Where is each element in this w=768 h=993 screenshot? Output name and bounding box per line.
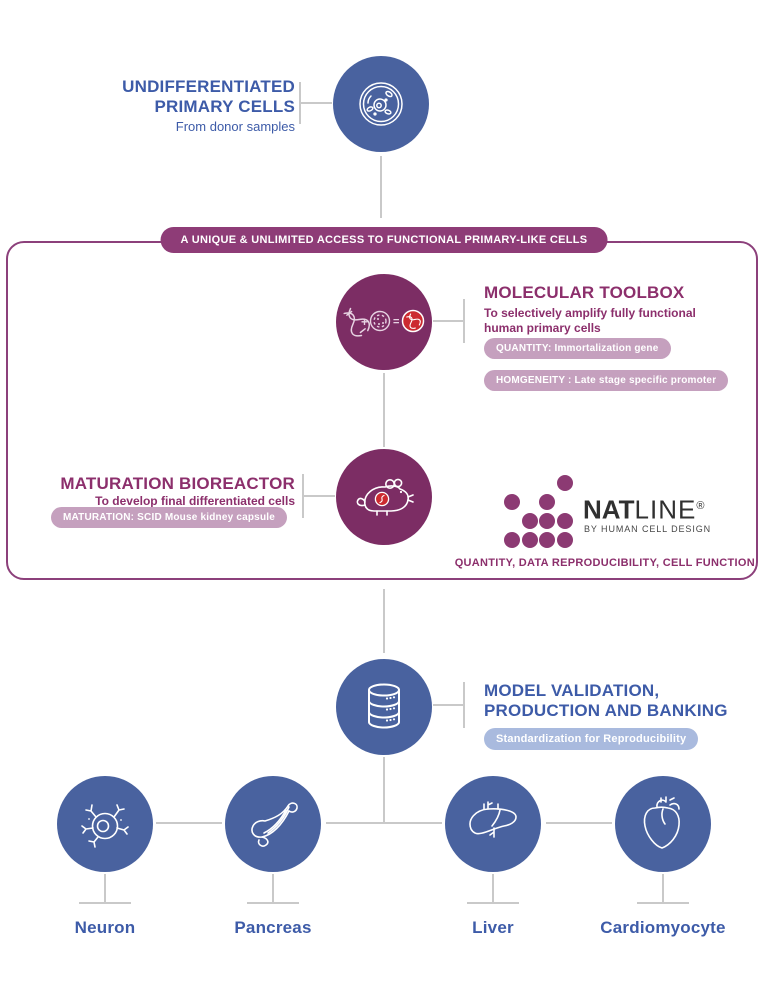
cell-icon: [355, 78, 407, 130]
validation-title-line1: MODEL VALIDATION,: [484, 681, 660, 700]
organ-connector-2: [326, 822, 442, 824]
cardiomyocyte-label: Cardiomyocyte: [600, 918, 726, 937]
brand-tagline: QUANTITY, DATA REPRODUCIBILITY, CELL FUN…: [454, 557, 755, 569]
toolbox-subtitle-line2: human primary cells: [484, 321, 601, 335]
brand-name-bold: NAT: [583, 494, 635, 525]
bioreactor-subtitle: To develop final differentiated cells: [95, 494, 295, 508]
undifferentiated-cells-text: UNDIFFERENTIATED PRIMARY CELLS From dono…: [40, 77, 295, 134]
molecular-toolbox-circle: + =: [336, 274, 432, 370]
liver-stub: [492, 874, 494, 902]
validation-bracket-vertical: [463, 682, 465, 728]
neuron-circle: [57, 776, 153, 872]
brand-byline: BY HUMAN CELL DESIGN: [584, 524, 712, 534]
connector-frame-to-validation: [383, 589, 385, 653]
maturation-bioreactor-text: MATURATION BIOREACTOR To develop final d…: [20, 474, 295, 509]
svg-text:+: +: [361, 315, 368, 329]
pancreas-label: Pancreas: [234, 918, 312, 937]
model-validation-circle: [336, 659, 432, 755]
toolbox-title: MOLECULAR TOOLBOX: [484, 283, 685, 302]
brand-name-light: LINE: [634, 494, 697, 525]
toolbox-bracket-vertical: [463, 299, 465, 343]
toolbox-subtitle-line1: To selectively amplify fully functional: [484, 306, 696, 320]
dna-plus-cell-gene-icon: + =: [341, 305, 427, 339]
organ-connector-1: [156, 822, 222, 824]
top-bracket-horizontal: [301, 102, 332, 104]
undifferentiated-cells-circle: [333, 56, 429, 152]
maturation-bioreactor-circle: [336, 449, 432, 545]
liver-label: Liver: [472, 918, 514, 937]
validation-badge-wrap: Standardization for Reproducibility: [484, 728, 699, 750]
pancreas-tick: [247, 902, 299, 904]
toolbox-badge-quantity: QUANTITY: Immortalization gene: [484, 338, 671, 359]
bioreactor-badge-wrap: MATURATION: SCID Mouse kidney capsule: [50, 507, 287, 528]
bioreactor-bracket-horizontal: [304, 495, 335, 497]
toolbox-bracket-horizontal: [433, 320, 464, 322]
molecular-toolbox-text: MOLECULAR TOOLBOX To selectively amplify…: [484, 283, 696, 336]
cardiomyocyte-tick: [637, 902, 689, 904]
top-title-line1: UNDIFFERENTIATED: [122, 77, 295, 96]
top-title-line2: PRIMARY CELLS: [154, 97, 295, 116]
top-subtitle: From donor samples: [175, 119, 295, 134]
frame-banner: A UNIQUE & UNLIMITED ACCESS TO FUNCTIONA…: [160, 227, 608, 253]
cardiomyocyte-icon: [637, 796, 689, 852]
dot-cluster-logo: [504, 475, 574, 549]
svg-text:=: =: [393, 316, 399, 328]
bioreactor-title: MATURATION BIOREACTOR: [60, 474, 295, 493]
liver-circle: [445, 776, 541, 872]
validation-bracket-horizontal: [433, 704, 464, 706]
cardiomyocyte-circle: [615, 776, 711, 872]
liver-tick: [467, 902, 519, 904]
validation-badge: Standardization for Reproducibility: [484, 728, 699, 750]
model-validation-text: MODEL VALIDATION, PRODUCTION AND BANKING: [484, 681, 728, 721]
connector-validation-to-organs: [383, 757, 385, 823]
validation-title-line2: PRODUCTION AND BANKING: [484, 701, 728, 720]
neuron-label: Neuron: [74, 918, 136, 937]
bioreactor-bracket-vertical: [302, 474, 304, 518]
cardiomyocyte-stub: [662, 874, 664, 902]
neuron-icon: [77, 796, 133, 852]
pancreas-stub: [272, 874, 274, 902]
registered-mark: ®: [696, 500, 705, 512]
mouse-icon: [354, 474, 414, 520]
organ-connector-3: [546, 822, 612, 824]
top-bracket-vertical: [299, 82, 301, 124]
database-icon: [360, 681, 408, 733]
bioreactor-badge: MATURATION: SCID Mouse kidney capsule: [50, 507, 287, 528]
liver-icon: [464, 799, 522, 849]
brand-wordmark: NATLINE®: [583, 492, 704, 524]
connector-toolbox-to-bioreactor: [383, 373, 385, 447]
neuron-stub: [104, 874, 106, 902]
neuron-tick: [79, 902, 131, 904]
toolbox-badge-homogeneity: HOMGENEITY : Late stage specific promote…: [484, 370, 729, 391]
pancreas-icon: [244, 795, 302, 853]
pancreas-circle: [225, 776, 321, 872]
connector-top-to-frame: [380, 156, 382, 218]
